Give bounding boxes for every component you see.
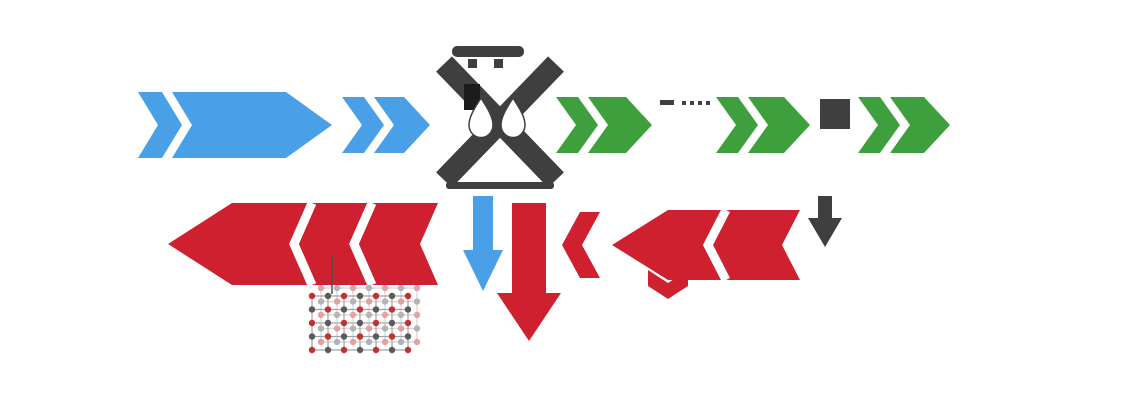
blue-arrow-2 [374, 97, 430, 153]
dark-square-node [820, 99, 850, 129]
apparatus-dark-cell [464, 84, 480, 110]
crystal-lattice [308, 284, 421, 354]
green-chevron-2 [716, 97, 758, 153]
dash-icon [660, 100, 674, 105]
red-chevron-left [562, 212, 600, 278]
red-arrow-large [168, 203, 438, 285]
blue-down-arrow [463, 196, 503, 291]
red-arrow-notch [702, 207, 731, 283]
blue-down-arrow-head [463, 250, 503, 291]
droplet-icon-left [468, 96, 494, 139]
blue-chevron-2 [342, 97, 384, 153]
top-blue-flow [138, 92, 430, 158]
red-down-arrow-head [497, 293, 561, 341]
bottom-red-flow [168, 201, 800, 341]
apparatus-hanger-right [494, 59, 503, 68]
dot-icon [690, 101, 694, 105]
dot-icon [682, 101, 686, 105]
dot-icon [706, 101, 710, 105]
green-arrow-1 [588, 97, 652, 153]
apparatus-hanger-left [468, 59, 477, 68]
green-chevron-1 [556, 97, 598, 153]
red-arrow-notch [349, 201, 377, 287]
apparatus-frame-right [436, 56, 564, 188]
red-down-arrow-shaft [512, 203, 546, 299]
gray-down-arrow [808, 196, 842, 247]
red-down-arrow [497, 203, 561, 341]
ellipsis-connector [660, 100, 710, 105]
green-chevron-3 [858, 97, 900, 153]
red-chevron-down [648, 270, 688, 299]
gray-down-arrow-head [808, 218, 842, 247]
dot-icon [698, 101, 702, 105]
lab-apparatus-icon [436, 46, 564, 189]
red-arrow-notch [289, 201, 317, 287]
gray-down-arrow-shaft [818, 196, 832, 222]
top-green-flow [556, 97, 950, 153]
blue-chevron-1 [138, 92, 182, 158]
green-arrow-3 [890, 97, 950, 153]
apparatus-top-bar [452, 46, 524, 57]
droplet-icon-right [500, 96, 526, 139]
green-arrow-2 [748, 97, 810, 153]
apparatus-base [446, 182, 554, 189]
blue-arrow-1 [172, 92, 332, 158]
blue-down-arrow-shaft [473, 196, 493, 254]
